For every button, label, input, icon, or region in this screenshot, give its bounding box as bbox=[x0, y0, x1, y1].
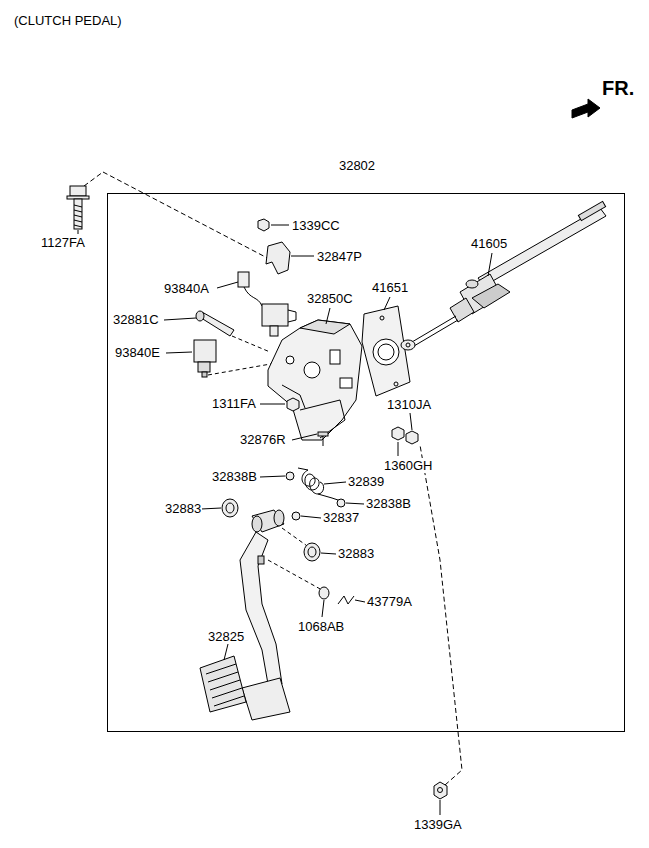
guide-line bbox=[232, 336, 270, 352]
callout-number: 32839 bbox=[347, 474, 385, 489]
bushing bbox=[304, 543, 320, 561]
leader-line bbox=[78, 225, 492, 815]
callout-number: 32883 bbox=[337, 546, 375, 561]
callout-number: 32847P bbox=[316, 249, 363, 264]
collar bbox=[337, 499, 345, 507]
screw bbox=[318, 432, 328, 446]
nut bbox=[287, 398, 299, 411]
callout-number: 1310JA bbox=[386, 397, 432, 412]
master-cylinder bbox=[401, 201, 606, 350]
callout-number: 32837 bbox=[322, 510, 360, 525]
callout-number: 93840E bbox=[114, 345, 161, 360]
callout-number: 32876R bbox=[239, 432, 287, 447]
callout-number: 32825 bbox=[207, 629, 245, 644]
diagram-title: (CLUTCH PEDAL) bbox=[14, 13, 122, 28]
assembly-border bbox=[107, 193, 625, 732]
nut bbox=[258, 219, 269, 231]
guide-line bbox=[420, 445, 462, 785]
collar bbox=[286, 472, 294, 480]
callout-number: 32883 bbox=[164, 501, 202, 516]
washer bbox=[319, 587, 329, 599]
callout-number: 32850C bbox=[306, 291, 354, 306]
callout-number: 41605 bbox=[470, 236, 508, 251]
bracket bbox=[268, 320, 362, 440]
callout-number: 43779A bbox=[366, 594, 413, 609]
guide-line bbox=[282, 528, 310, 548]
callout-number: 1311FA bbox=[211, 396, 257, 411]
guide-line bbox=[268, 560, 322, 590]
pin bbox=[196, 311, 234, 336]
guide-line bbox=[103, 172, 275, 262]
nut bbox=[392, 427, 404, 440]
assembly-number: 32802 bbox=[338, 158, 376, 173]
snap-pin bbox=[338, 596, 354, 604]
callout-number: 32838B bbox=[211, 469, 258, 484]
front-arrow bbox=[572, 99, 600, 118]
callout-number: 93840A bbox=[163, 281, 210, 296]
callout-number: 1127FA bbox=[40, 235, 86, 250]
callout-number: 32838B bbox=[365, 496, 412, 511]
callout-number: 1339CC bbox=[291, 218, 341, 233]
nut bbox=[434, 782, 447, 799]
guide-line bbox=[84, 172, 103, 186]
bolt bbox=[67, 186, 89, 229]
clip bbox=[266, 242, 290, 274]
spring bbox=[298, 468, 338, 500]
direction-label: FR. bbox=[601, 77, 635, 99]
collar bbox=[292, 512, 300, 520]
clutch-pedal bbox=[200, 510, 290, 720]
callout-number: 32881C bbox=[112, 312, 160, 327]
callout-number: 1360GH bbox=[383, 458, 433, 473]
callout-number: 41651 bbox=[371, 280, 409, 295]
callout-number: 1068AB bbox=[297, 619, 345, 634]
switch bbox=[238, 272, 296, 336]
callout-number: 1339GA bbox=[413, 817, 463, 832]
bushing bbox=[222, 499, 238, 517]
assembly-frame: 32802 bbox=[107, 158, 625, 732]
sensor bbox=[194, 340, 216, 377]
gasket bbox=[362, 306, 410, 396]
nut bbox=[406, 431, 418, 444]
